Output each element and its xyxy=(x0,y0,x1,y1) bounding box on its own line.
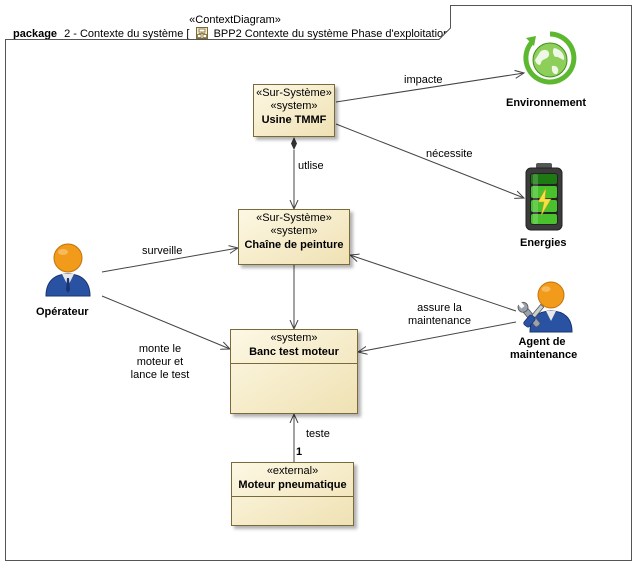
multiplicity-label: 1 xyxy=(296,446,303,458)
block-compartment-divider xyxy=(231,363,357,364)
block-stereotype: «system» xyxy=(270,100,318,112)
connector-surveille[interactable] xyxy=(101,248,238,273)
maintenance-person-icon[interactable] xyxy=(516,278,574,334)
person-icon[interactable] xyxy=(40,240,96,300)
label-line: moteur et xyxy=(136,356,184,368)
block-chaine-peinture[interactable]: «Sur-Système» «system» Chaîne de peintur… xyxy=(238,209,350,265)
connector-monte-moteur[interactable] xyxy=(101,295,230,349)
block-name: Banc test moteur xyxy=(249,346,339,358)
label-assure-maintenance: assure la maintenance xyxy=(408,302,471,328)
label-line: assure la xyxy=(417,302,462,314)
composition-diamond xyxy=(291,137,297,150)
label-teste: teste xyxy=(306,428,330,440)
connector-necessite[interactable] xyxy=(335,123,524,198)
block-name: Usine TMMF xyxy=(261,114,327,126)
actor-name-line: Agent de xyxy=(518,336,566,348)
actor-name-agent: Agent de maintenance xyxy=(510,336,578,362)
label-utilise: utlise xyxy=(298,160,324,172)
connector-agent-banc[interactable] xyxy=(358,321,517,352)
block-banc-test-moteur[interactable]: «system» Banc test moteur xyxy=(230,329,358,414)
block-usine-tmmf[interactable]: «Sur-Système» «system» Usine TMMF xyxy=(253,84,335,137)
block-name: Moteur pneumatique xyxy=(238,479,347,491)
battery-icon[interactable] xyxy=(524,162,564,232)
label-line: lance le test xyxy=(130,369,190,381)
block-stereotype: «system» xyxy=(270,332,318,344)
block-stereotype: «Sur-Système» xyxy=(256,87,332,99)
block-compartment-divider xyxy=(232,496,353,497)
label-monte-moteur: monte le moteur et lance le test xyxy=(130,343,190,382)
label-impacte: impacte xyxy=(404,74,443,86)
block-stereotype: «system» xyxy=(270,225,318,237)
block-stereotype: «external» xyxy=(266,465,319,477)
globe-recycle-icon[interactable] xyxy=(522,30,578,86)
block-moteur-pneumatique[interactable]: «external» Moteur pneumatique xyxy=(231,462,354,526)
label-line: monte le xyxy=(138,343,182,355)
actor-name-operateur: Opérateur xyxy=(36,306,89,318)
block-name: Chaîne de peinture xyxy=(244,239,344,251)
label-line: maintenance xyxy=(408,315,471,327)
actor-name-energies: Energies xyxy=(520,237,567,249)
actor-name-line: maintenance xyxy=(510,349,578,361)
label-necessite: nécessite xyxy=(426,148,473,160)
block-stereotype: «Sur-Système» xyxy=(256,212,332,224)
connector-impacte[interactable] xyxy=(335,73,524,103)
connector-assure-maintenance[interactable] xyxy=(350,255,517,312)
actor-name-environnement: Environnement xyxy=(506,97,587,109)
label-surveille: surveille xyxy=(142,245,183,257)
